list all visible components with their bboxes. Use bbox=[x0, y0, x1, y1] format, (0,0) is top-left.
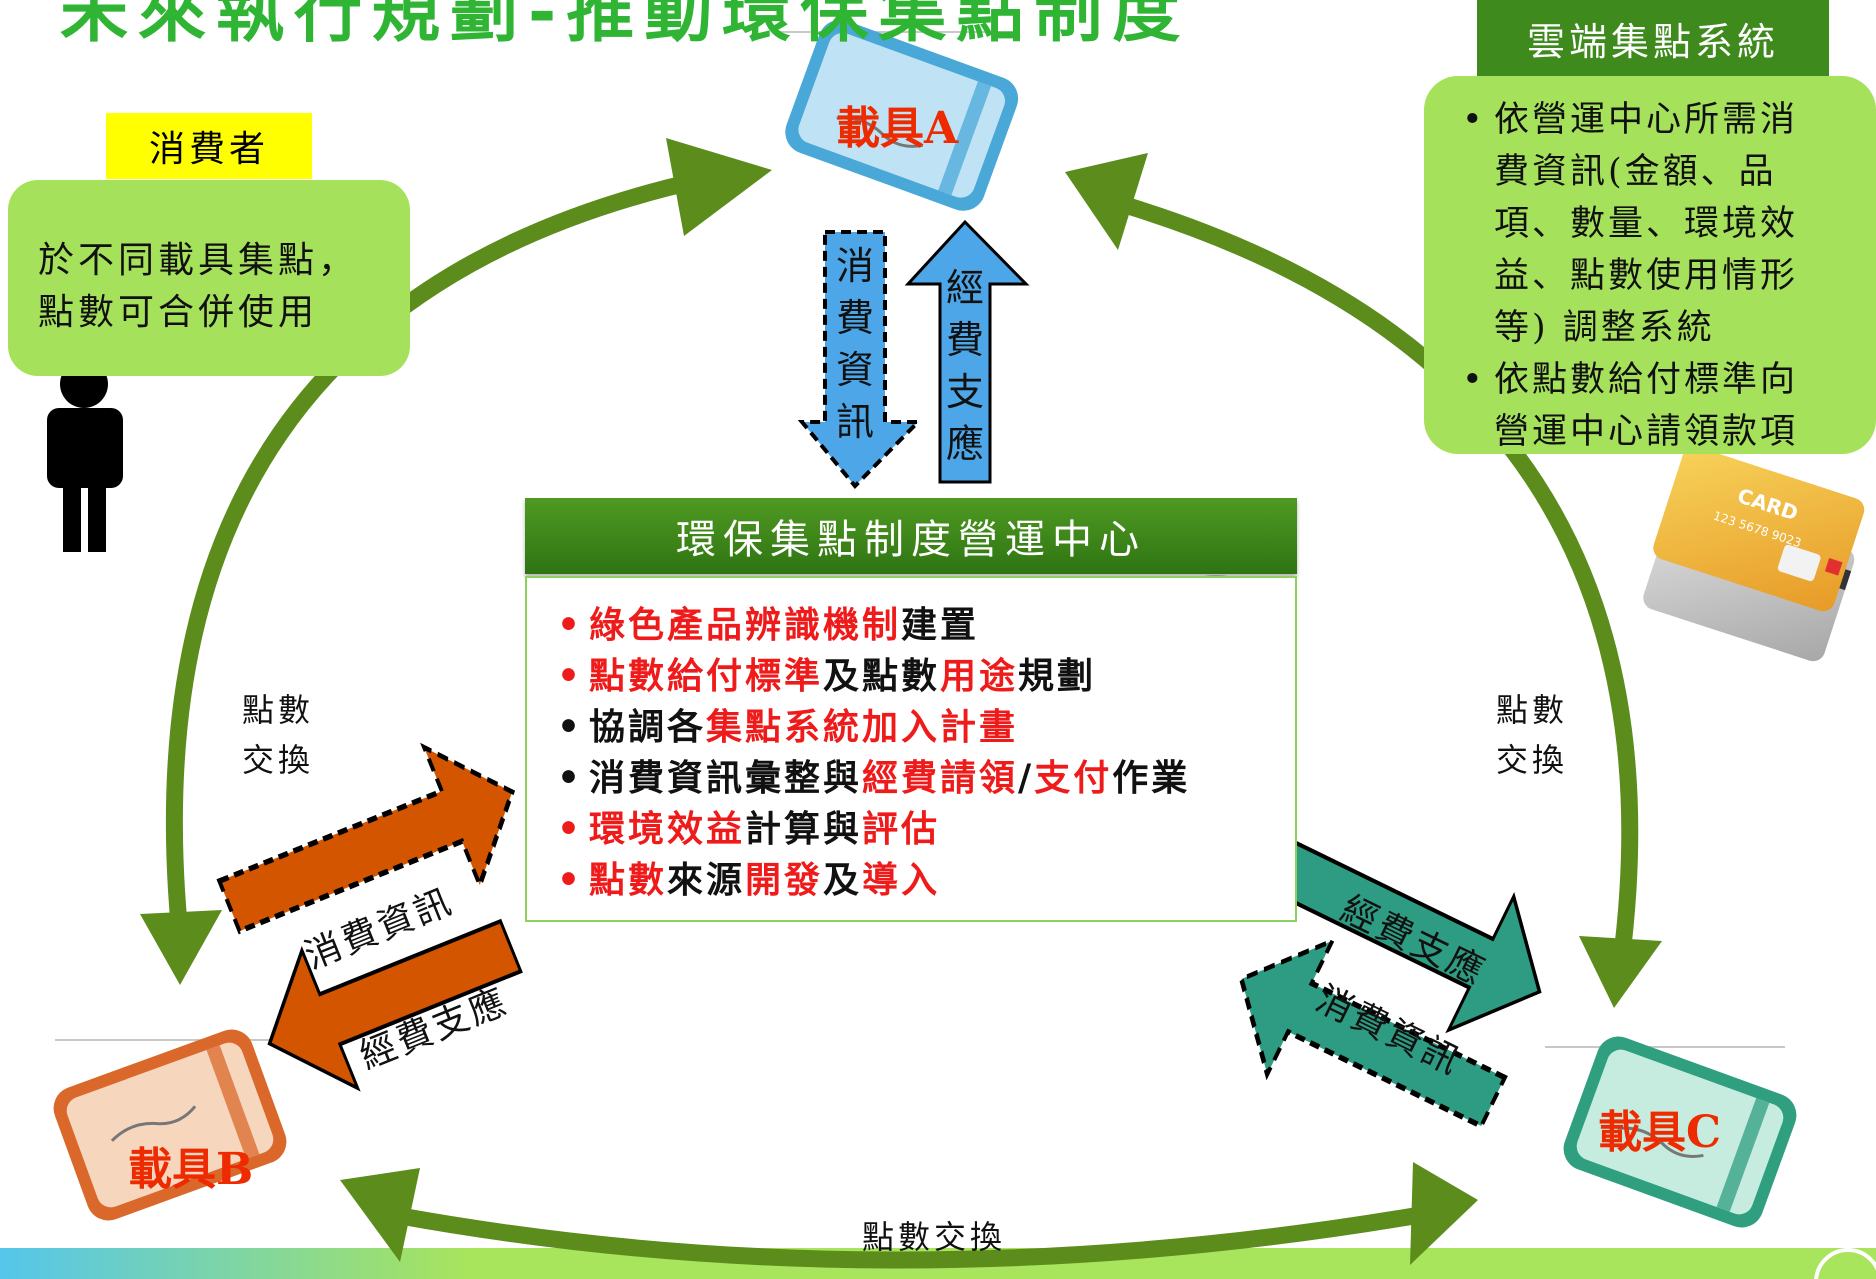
highlight-text: 用途 bbox=[940, 655, 1019, 697]
funding-vertical-label: 經 費 支 應 bbox=[942, 262, 988, 470]
funding-arrow-up bbox=[904, 219, 1030, 484]
person-icon bbox=[47, 360, 123, 552]
vertical-char: 消 bbox=[835, 244, 874, 288]
operation-center-list: •綠色產品辨識機制建置•點數給付標準及點數用途規劃•協調各集點系統加入計畫•消費… bbox=[557, 600, 1295, 906]
cloud-system-box: 依營運中心所需消 費資訊(金額、品 項、數量、環境效 益、點數使用情形 等) 調… bbox=[1424, 76, 1876, 454]
carrier-card-b-icon bbox=[53, 1029, 287, 1221]
item-text: 及點數 bbox=[823, 655, 941, 697]
consumption-info-arrow-left bbox=[216, 742, 516, 935]
credit-cards-icon: CARD 123 5678 9023 bbox=[1643, 446, 1865, 662]
highlight-text: 綠色產品辨識機制 bbox=[589, 604, 902, 646]
bullet-icon: • bbox=[557, 706, 584, 748]
item-text: 作業 bbox=[1112, 757, 1191, 799]
vertical-char: 經 bbox=[945, 266, 984, 310]
cloud-bullet-1-line: 依營運中心所需消 bbox=[1494, 100, 1799, 140]
cloud-bullet-1: 依營運中心所需消 費資訊(金額、品 項、數量、環境效 益、點數使用情形 等) 調… bbox=[1462, 94, 1856, 354]
highlight-text: 集點系統加入計畫 bbox=[706, 706, 1019, 748]
consumption-info-arrow-right bbox=[1238, 936, 1508, 1130]
bullet-icon: • bbox=[557, 859, 584, 901]
item-text: 計算與 bbox=[745, 808, 863, 850]
bullet-icon: • bbox=[557, 604, 584, 646]
highlight-text: 評估 bbox=[862, 808, 941, 850]
carrier-c-label: 載具C bbox=[1598, 1107, 1722, 1158]
item-text: 及 bbox=[823, 859, 863, 901]
cloud-bullet-2-line: 營運中心請領款項 bbox=[1494, 412, 1799, 452]
exchange-arrow-right bbox=[1065, 153, 1662, 1008]
item-text: 消費資訊彙整與 bbox=[589, 757, 863, 799]
vertical-char: 應 bbox=[945, 422, 984, 466]
cloud-bullet-1-line: 等) 調整系統 bbox=[1494, 308, 1715, 348]
exchange-left-label: 點數 交換 bbox=[242, 685, 314, 785]
highlight-text: 導入 bbox=[862, 859, 941, 901]
page-circle-icon bbox=[1814, 1248, 1876, 1279]
exchange-bottom-label: 點數交換 bbox=[862, 1218, 1007, 1256]
highlight-text: 點數 bbox=[589, 859, 668, 901]
carrier-card-a-icon bbox=[785, 19, 1019, 211]
highlight-text: 支付 bbox=[1034, 757, 1113, 799]
vertical-char: 訊 bbox=[835, 400, 874, 444]
item-text: / bbox=[1018, 757, 1035, 799]
bullet-icon: • bbox=[557, 655, 584, 697]
cloud-bullet-2-line: 依點數給付標準向 bbox=[1494, 360, 1799, 400]
carrier-b-label: 載具B bbox=[128, 1144, 254, 1195]
consumption-info-vertical-label: 消 費 資 訊 bbox=[832, 240, 878, 448]
operation-center-item: •協調各集點系統加入計畫 bbox=[557, 702, 1295, 753]
item-text: 來源 bbox=[667, 859, 746, 901]
exchange-left-line: 點數 bbox=[242, 691, 315, 729]
consumption-info-arrow-down bbox=[797, 230, 923, 489]
funding-arrow-right bbox=[1264, 837, 1542, 1034]
exchange-right-line: 點數 bbox=[1496, 691, 1569, 729]
highlight-text: 開發 bbox=[745, 859, 824, 901]
carrier-card-c-icon bbox=[1563, 1036, 1797, 1228]
carrier-a-label: 載具A bbox=[836, 103, 959, 154]
operation-center-item: •消費資訊彙整與經費請領/支付作業 bbox=[557, 753, 1295, 804]
consumer-label: 消費者 bbox=[106, 113, 312, 179]
exchange-right-label: 點數 交換 bbox=[1496, 685, 1568, 785]
item-text: 建置 bbox=[901, 604, 980, 646]
page-title: 未來執行規劃-推動環保集點制度 bbox=[60, 0, 1191, 52]
highlight-text: 點數給付標準 bbox=[589, 655, 824, 697]
operation-center-item: •點數給付標準及點數用途規劃 bbox=[557, 651, 1295, 702]
consumer-note: 於不同載具集點， 點數可合併使用 bbox=[8, 180, 410, 376]
highlight-text: 經費請領 bbox=[862, 757, 1019, 799]
cloud-bullet-1-line: 益、點數使用情形 bbox=[1494, 256, 1799, 296]
vertical-char: 費 bbox=[945, 318, 984, 362]
bullet-icon: • bbox=[557, 757, 584, 799]
consumer-note-line-1: 於不同載具集點， bbox=[38, 240, 359, 281]
operation-center-item: •綠色產品辨識機制建置 bbox=[557, 600, 1295, 651]
operation-center-box: •綠色產品辨識機制建置•點數給付標準及點數用途規劃•協調各集點系統加入計畫•消費… bbox=[525, 576, 1297, 922]
item-text: 規劃 bbox=[1018, 655, 1097, 697]
vertical-char: 資 bbox=[835, 348, 874, 392]
cloud-bullet-2: 依點數給付標準向 營運中心請領款項 bbox=[1462, 354, 1856, 458]
funding-arrow-left bbox=[267, 918, 523, 1092]
highlight-text: 環境效益 bbox=[589, 808, 746, 850]
cloud-bullet-1-line: 費資訊(金額、品 bbox=[1494, 152, 1777, 192]
exchange-arrow-left bbox=[140, 138, 772, 985]
exchange-arrow-bottom bbox=[340, 1162, 1478, 1269]
consumer-note-line-2: 點數可合併使用 bbox=[38, 292, 319, 333]
operation-center-item: •環境效益計算與評估 bbox=[557, 804, 1295, 855]
vertical-char: 支 bbox=[945, 370, 984, 414]
exchange-right-line: 交換 bbox=[1496, 741, 1569, 779]
exchange-left-line: 交換 bbox=[242, 741, 315, 779]
bullet-icon: • bbox=[557, 808, 584, 850]
operation-center-title: 環保集點制度營運中心 bbox=[525, 498, 1297, 574]
cloud-bullet-1-line: 項、數量、環境效 bbox=[1494, 204, 1799, 244]
vertical-char: 費 bbox=[835, 296, 874, 340]
operation-center-item: •點數來源開發及導入 bbox=[557, 855, 1295, 906]
item-text: 協調各 bbox=[589, 706, 707, 748]
cloud-system-title: 雲端集點系統 bbox=[1477, 0, 1829, 76]
